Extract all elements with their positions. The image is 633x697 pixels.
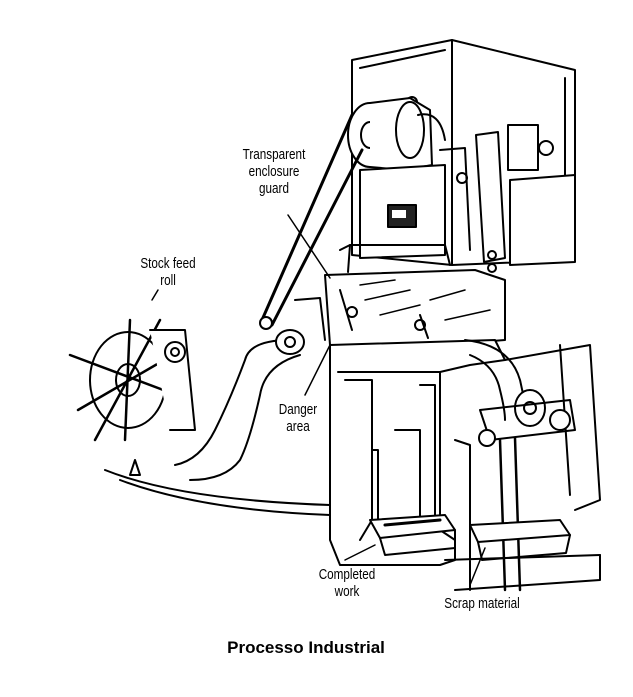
label-line: Stock feed — [140, 255, 196, 272]
label-line: roll — [160, 272, 176, 289]
label-danger-area: Danger area — [275, 401, 322, 435]
completed-work-bin — [369, 514, 456, 556]
label-line: work — [334, 583, 360, 600]
transparent-enclosure-guard — [324, 269, 506, 346]
feed-roller — [275, 297, 326, 355]
leader-lines — [151, 214, 486, 586]
scrap-bin — [469, 519, 571, 561]
press-frame — [329, 339, 601, 566]
label-stock-feed-roll: Stock feed roll — [131, 255, 206, 289]
side-column — [475, 131, 506, 273]
press-head — [339, 147, 471, 273]
scrap-take-up — [444, 389, 601, 592]
label-line: Completed — [318, 566, 376, 583]
drive-belt — [259, 113, 364, 330]
flywheel — [347, 97, 446, 171]
label-line: Transparent — [242, 146, 306, 163]
stock-feed-roll — [68, 318, 196, 476]
label-line: area — [286, 418, 310, 435]
label-line: enclosure — [248, 163, 300, 180]
label-line: guard — [259, 180, 289, 197]
label-completed-work: Completed work — [314, 566, 380, 600]
label-transparent-enclosure-guard: Transparent enclosure guard — [235, 146, 313, 197]
strip-material — [104, 339, 526, 516]
figure-caption: Processo Industrial — [227, 638, 385, 657]
label-line: Danger — [278, 401, 318, 418]
label-scrap-material: Scrap material — [444, 595, 520, 612]
